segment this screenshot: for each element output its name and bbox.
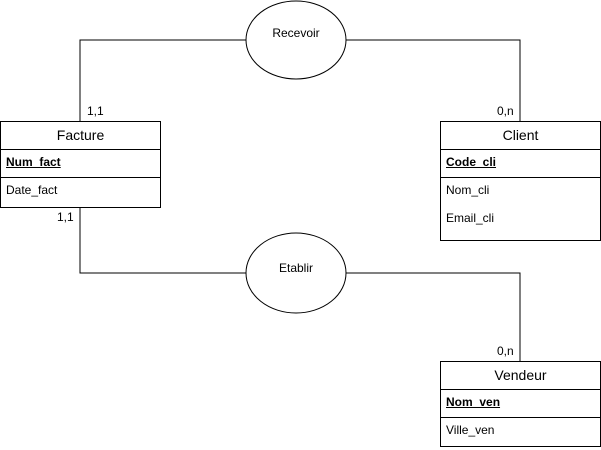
entity-facture-attribute: Date_fact — [6, 183, 58, 197]
relation-recevoir-label: Recevoir — [272, 26, 319, 40]
entity-client-attribute: Email_cli — [446, 211, 495, 225]
entity-client-title: Client — [441, 122, 600, 150]
entity-client-attribute: Nom_cli — [446, 183, 490, 197]
cardinality-vendeur-etablir: 0,n — [497, 344, 514, 358]
entity-client-key: Code_cli — [441, 150, 600, 178]
relation-recevoir: Recevoir — [245, 0, 347, 80]
entity-vendeur-title: Vendeur — [441, 362, 600, 390]
entity-facture-title: Facture — [1, 122, 160, 150]
cardinality-facture-recevoir: 1,1 — [87, 104, 104, 118]
relation-etablir: Etablir — [245, 232, 347, 314]
entity-vendeur-key: Nom_ven — [441, 390, 600, 418]
entity-vendeur-attribute: Ville_ven — [446, 423, 495, 437]
relation-etablir-shape — [245, 232, 347, 314]
entity-facture-key: Num_fact — [1, 150, 160, 178]
relation-etablir-label: Etablir — [279, 261, 313, 275]
cardinality-facture-etablir: 1,1 — [57, 210, 74, 224]
entity-facture[interactable]: Facture Num_fact Date_fact — [0, 121, 161, 208]
entity-client[interactable]: Client Code_cli Nom_cli Email_cli — [440, 121, 601, 241]
relation-recevoir-shape — [245, 0, 347, 80]
cardinality-client-recevoir: 0,n — [497, 104, 514, 118]
entity-vendeur[interactable]: Vendeur Nom_ven Ville_ven — [440, 361, 601, 447]
